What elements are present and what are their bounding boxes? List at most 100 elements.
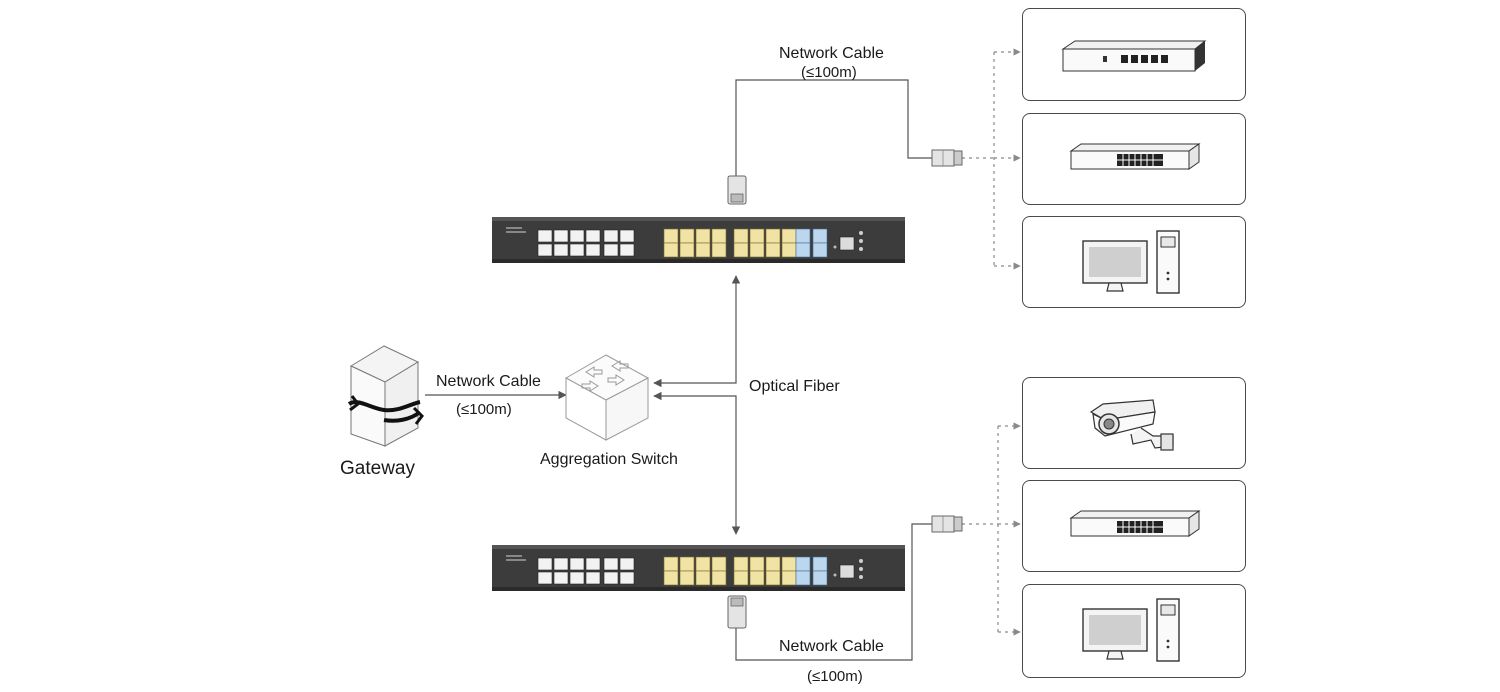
rj45-port — [569, 229, 585, 243]
aggregation-switch-icon — [564, 354, 650, 441]
sfp-port — [749, 228, 765, 244]
security-camera-icon — [1089, 399, 1174, 451]
sfp-port — [765, 570, 781, 586]
rj45-connector-right-top — [931, 149, 963, 167]
sfp-port — [781, 242, 797, 258]
rj45-port — [619, 229, 635, 243]
gateway-icon — [347, 345, 424, 447]
rj45-port — [537, 571, 553, 585]
uplink-port — [795, 556, 811, 572]
sfp-port — [679, 570, 695, 586]
uplink-port — [795, 570, 811, 586]
switch-icon — [1069, 143, 1201, 170]
sfp-port — [695, 556, 711, 572]
uplink-port — [812, 556, 828, 572]
uplink-port — [795, 228, 811, 244]
rj45-port — [553, 571, 569, 585]
console-port — [839, 236, 855, 251]
uplink-port — [812, 570, 828, 586]
rj45-port — [619, 243, 635, 257]
rj45-port — [537, 243, 553, 257]
top-network-cable — [735, 79, 932, 176]
switch-icon — [1069, 510, 1201, 537]
device-card-computer-bottom — [1022, 584, 1246, 678]
fiber-to-bottom-switch — [653, 391, 741, 535]
sfp-port — [765, 556, 781, 572]
desktop-computer-icon — [1082, 598, 1180, 662]
rj45-port — [603, 229, 619, 243]
rj45-port — [553, 229, 569, 243]
bottom-network-cable — [735, 523, 932, 661]
sfp-port — [663, 228, 679, 244]
rj45-port — [553, 243, 569, 257]
rj45-port — [569, 243, 585, 257]
rj45-port — [585, 557, 601, 571]
optical-fiber-label: Optical Fiber — [749, 378, 840, 395]
connection-lines — [425, 79, 932, 661]
access-switch-top — [492, 217, 905, 263]
sfp-port — [781, 570, 797, 586]
status-led — [859, 239, 863, 243]
sfp-port — [695, 228, 711, 244]
sfp-port — [749, 556, 765, 572]
device-card-router — [1022, 8, 1246, 101]
status-led — [859, 247, 863, 251]
device-card-camera — [1022, 377, 1246, 469]
rj45-port — [585, 243, 601, 257]
rj45-port — [603, 571, 619, 585]
gateway-label: Gateway — [340, 458, 415, 479]
rj45-port — [553, 557, 569, 571]
rj45-port — [569, 557, 585, 571]
sfp-port — [749, 242, 765, 258]
sfp-port — [733, 242, 749, 258]
sfp-port — [765, 242, 781, 258]
sfp-port — [733, 228, 749, 244]
router-icon — [1061, 40, 1207, 72]
rj45-port — [603, 243, 619, 257]
dotted-fanout-lines — [962, 48, 1021, 636]
rj45-connector-right-bottom — [931, 515, 963, 533]
sfp-port — [679, 242, 695, 258]
rj45-port — [619, 571, 635, 585]
distance-label-bottom: (≤100m) — [807, 668, 863, 685]
access-switch-bottom — [492, 545, 905, 591]
sfp-port — [679, 556, 695, 572]
rj45-port — [585, 229, 601, 243]
sfp-port — [781, 556, 797, 572]
device-card-computer-top — [1022, 216, 1246, 308]
sfp-port — [781, 228, 797, 244]
uplink-port — [812, 242, 828, 258]
desktop-computer-icon — [1082, 230, 1180, 294]
distance-label-top: (≤100m) — [801, 64, 857, 81]
rj45-connector-top-switch — [727, 175, 747, 205]
distance-label-gateway: (≤100m) — [456, 401, 512, 418]
network-cable-label-gateway: Network Cable — [436, 373, 541, 390]
sfp-port — [663, 242, 679, 258]
sfp-port — [695, 570, 711, 586]
device-card-switch-top — [1022, 113, 1246, 205]
rj45-port — [569, 571, 585, 585]
sfp-port — [711, 556, 727, 572]
network-cable-label-bottom: Network Cable — [779, 638, 884, 655]
sfp-port — [695, 242, 711, 258]
console-port — [839, 564, 855, 579]
sfp-port — [733, 556, 749, 572]
uplink-port — [795, 242, 811, 258]
rj45-port — [619, 557, 635, 571]
aggregation-switch-label: Aggregation Switch — [540, 451, 678, 468]
sfp-port — [765, 228, 781, 244]
rj45-connector-bottom-switch — [727, 595, 747, 629]
fiber-to-top-switch — [653, 275, 741, 388]
sfp-port — [711, 570, 727, 586]
uplink-port — [812, 228, 828, 244]
sfp-port — [711, 228, 727, 244]
sfp-port — [749, 570, 765, 586]
rj45-port — [603, 557, 619, 571]
sfp-port — [711, 242, 727, 258]
sfp-port — [663, 570, 679, 586]
sfp-port — [679, 228, 695, 244]
status-led — [859, 567, 863, 571]
rj45-port — [537, 229, 553, 243]
rj45-port — [537, 557, 553, 571]
